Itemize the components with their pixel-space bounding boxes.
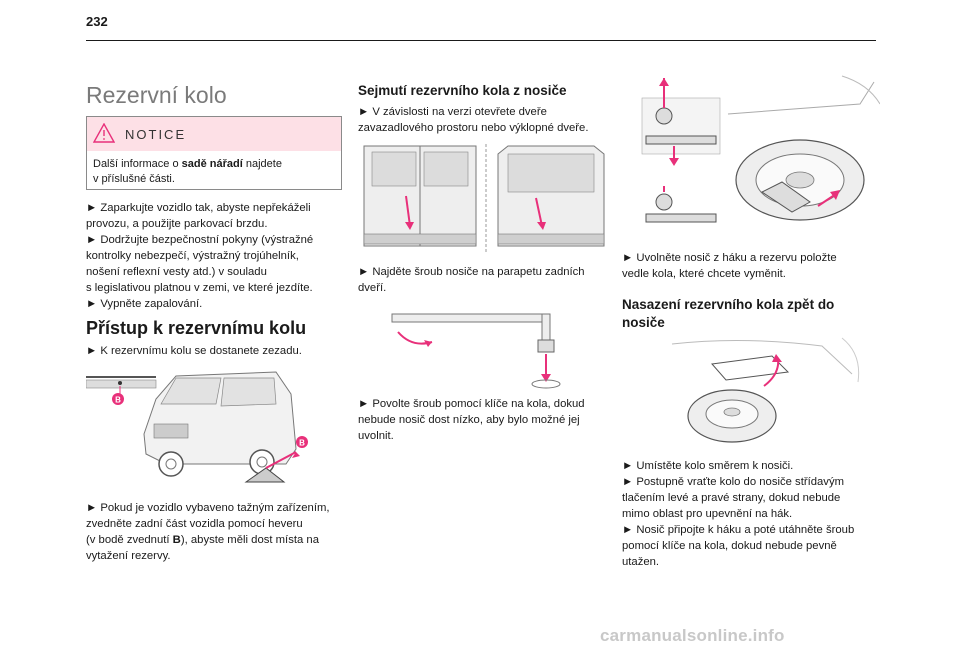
subhead-line: nosiče <box>622 315 665 330</box>
refit-subhead: Nasazení rezervního kola zpět do nosiče <box>622 296 880 332</box>
steps-block: ► Zaparkujte vozidlo tak, abyste nepřeká… <box>86 200 348 312</box>
jack-bold: B <box>172 534 181 546</box>
jack-text: ► Pokud je vozidlo vybaveno tažným zaříz… <box>86 500 348 564</box>
hook-wheel-illustration <box>641 75 880 223</box>
step-line: nebude nosič dost nízko, aby bylo možné … <box>358 414 580 426</box>
refit-steps: ► Umístěte kolo směrem k nosiči. ► Postu… <box>622 458 880 570</box>
rear-doors-illustration <box>363 144 605 254</box>
step-line: ► Nosič připojte k háku a poté utáhněte … <box>622 524 855 536</box>
step-line: ► Povolte šroub pomocí klíče na kola, do… <box>358 398 585 410</box>
remove-step2: ► Najděte šroub nosiče na parapetu zadní… <box>358 264 616 296</box>
step-line: vedle kola, které chcete vyměnit. <box>622 268 786 280</box>
jack-line: (v bodě zvednutí <box>86 534 173 546</box>
step-line: ► Uvolněte nosič z háku a rezervu položt… <box>622 252 837 264</box>
svg-text:B: B <box>299 439 305 448</box>
step-line: ► Dodržujte bezpečnostní pokyny (výstraž… <box>86 234 314 246</box>
notice-text-bold: sadě nářadí <box>181 158 243 170</box>
jack-line: ► Pokud je vozidlo vybaveno tažným zaříz… <box>86 502 330 514</box>
step-line: s legislativou platnou v zemi, ve které … <box>86 282 313 294</box>
step-line: mimo oblast pro upevnění na hák. <box>622 508 793 520</box>
step-line: dveří. <box>358 282 387 294</box>
access-heading: Přístup k rezervnímu kolu <box>86 318 307 338</box>
section-title: Rezervní kolo <box>86 82 227 108</box>
access-text: ► K rezervnímu kolu se dostanete zezadu. <box>86 345 302 357</box>
step-line: ► Zaparkujte vozidlo tak, abyste nepřeká… <box>86 202 311 214</box>
jack-line: vytažení rezervy. <box>86 550 171 562</box>
jack-line: zvedněte zadní část vozidla pomocí hever… <box>86 518 303 530</box>
remove-step1: ► V závislosti na verzi otevřete dveře z… <box>358 104 616 136</box>
remove-step4: ► Uvolněte nosič z háku a rezervu položt… <box>622 250 880 282</box>
header-rule <box>86 40 876 41</box>
step-line: provozu, a použijte parkovací brzdu. <box>86 218 268 230</box>
step-line: ► V závislosti na verzi otevřete dveře <box>358 106 547 118</box>
step-line: ► Najděte šroub nosiče na parapetu zadní… <box>358 266 585 278</box>
notice-header: NOTICE <box>87 117 341 151</box>
step-line: pomocí klíče na kola, dokud nebude pevně <box>622 540 837 552</box>
page-number: 232 <box>86 14 108 29</box>
step-line: nošení reflexní vesty atd.) v souladu <box>86 266 267 278</box>
svg-text:B: B <box>115 396 121 405</box>
notice-box: NOTICE Další informace o sadě nářadí naj… <box>86 116 342 190</box>
notice-label: NOTICE <box>125 127 187 142</box>
step-line: uvolnit. <box>358 430 394 442</box>
warning-triangle-icon <box>93 123 115 143</box>
remove-step3: ► Povolte šroub pomocí klíče na kola, do… <box>358 396 616 444</box>
step-line: ► Umístěte kolo směrem k nosiči. <box>622 460 794 472</box>
notice-text-part: Další informace o <box>93 158 182 170</box>
jack-line: ), abyste měli dost místa na <box>180 534 319 546</box>
step-line: zavazadlového prostoru nebo výklopné dve… <box>358 122 589 134</box>
watermark: carmanualsonline.info <box>600 626 785 645</box>
step-line: kontrolky nebezpečí, výstražný trojúheln… <box>86 250 299 262</box>
step-line: ► Postupně vraťte kolo do nosiče střídav… <box>622 476 845 488</box>
subhead-line: Nasazení rezervního kola zpět do <box>622 297 835 312</box>
step-line: ► Vypněte zapalování. <box>86 298 203 310</box>
notice-text-part: najdete <box>242 158 282 170</box>
notice-text: Další informace o sadě nářadí najdete v … <box>93 157 333 187</box>
step-line: utažen. <box>622 556 660 568</box>
step-line: tlačením levé a pravé strany, dokud nebu… <box>622 492 841 504</box>
notice-text-part: v příslušné části. <box>93 173 175 185</box>
refit-illustration <box>671 337 860 443</box>
van-jack-illustration: B B <box>86 371 308 483</box>
remove-subhead: Sejmutí rezervního kola z nosiče <box>358 83 567 98</box>
wrench-illustration <box>391 313 561 389</box>
